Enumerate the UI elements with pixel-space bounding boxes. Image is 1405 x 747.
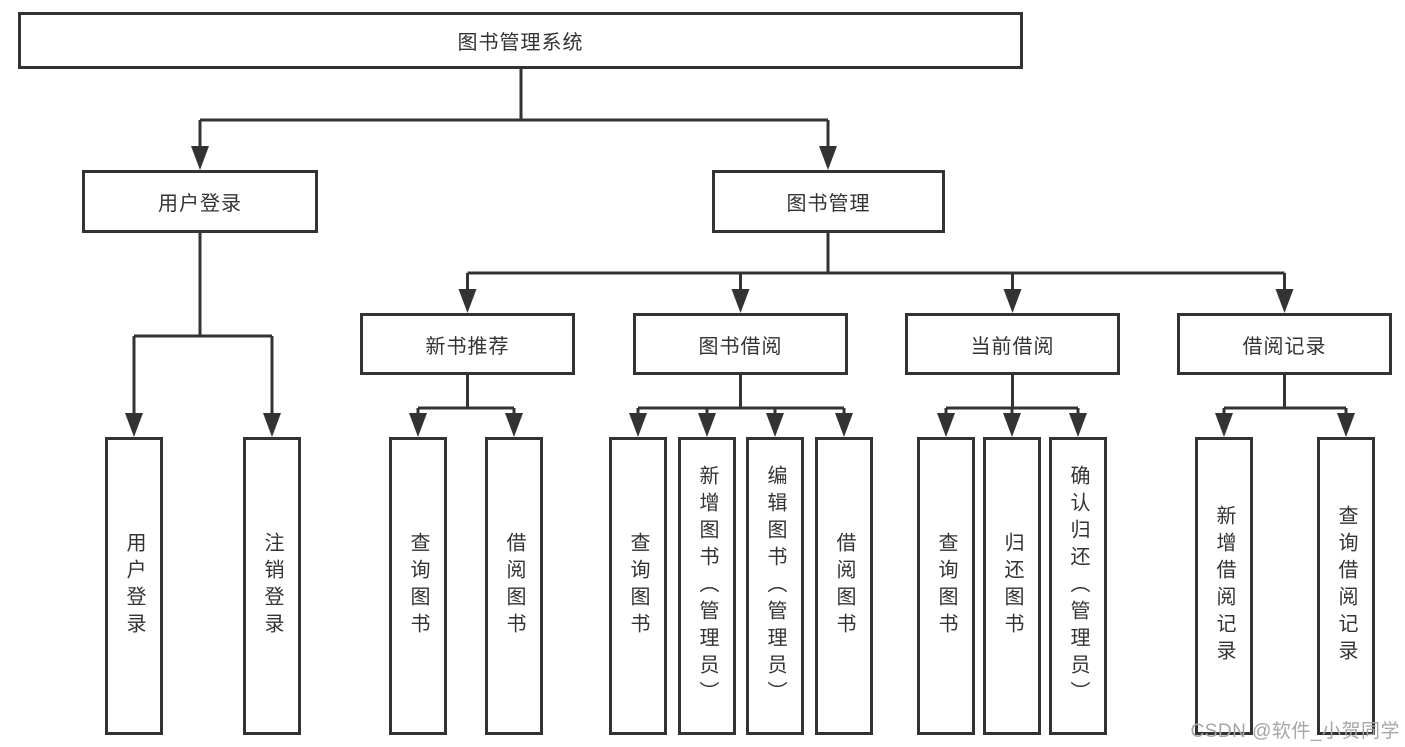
node-user-login: 用户登录 xyxy=(82,170,318,233)
leaf-query-books-borrow: 查询图书 xyxy=(609,437,667,735)
leaf-label: 归还图书 xyxy=(1001,532,1023,640)
node-label: 用户登录 xyxy=(158,193,242,215)
node-label: 借阅记录 xyxy=(1242,335,1327,358)
leaf-borrow-books-recommend: 借阅图书 xyxy=(485,437,543,735)
leaf-label: 查询借阅记录 xyxy=(1335,505,1357,667)
leaf-label: 查询图书 xyxy=(627,532,649,640)
node-label: 图书管理 xyxy=(786,193,871,215)
leaf-label: 确认归还（管理员） xyxy=(1067,464,1089,708)
leaf-return-books: 归还图书 xyxy=(983,437,1041,735)
node-book-management: 图书管理 xyxy=(712,170,945,233)
node-label: 图书管理系统 xyxy=(457,32,584,54)
leaf-query-books-recommend: 查询图书 xyxy=(389,437,447,735)
node-current-borrowing: 当前借阅 xyxy=(905,313,1120,375)
leaf-add-borrow-record: 新增借阅记录 xyxy=(1195,437,1253,735)
leaf-label: 注销登录 xyxy=(261,532,283,640)
leaf-user-login: 用户登录 xyxy=(105,437,163,735)
leaf-query-books-current: 查询图书 xyxy=(917,437,975,735)
leaf-add-books-admin: 新增图书（管理员） xyxy=(678,437,736,735)
leaf-label: 编辑图书（管理员） xyxy=(764,464,786,708)
node-label: 新书推荐 xyxy=(425,335,510,358)
csdn-watermark: CSDN @软件_小贺同学 xyxy=(1190,721,1400,742)
leaf-label: 用户登录 xyxy=(123,532,145,640)
node-new-book-recommendation: 新书推荐 xyxy=(360,313,575,375)
leaf-label: 借阅图书 xyxy=(503,532,525,640)
node-book-borrowing: 图书借阅 xyxy=(633,313,848,375)
leaf-edit-books-admin: 编辑图书（管理员） xyxy=(746,437,804,735)
leaf-label: 新增借阅记录 xyxy=(1213,505,1235,667)
node-label: 图书借阅 xyxy=(698,335,783,358)
leaf-label: 查询图书 xyxy=(935,532,957,640)
leaf-label: 查询图书 xyxy=(407,532,429,640)
node-borrowing-records: 借阅记录 xyxy=(1177,313,1392,375)
leaf-confirm-return-admin: 确认归还（管理员） xyxy=(1049,437,1107,735)
node-library-management-system: 图书管理系统 xyxy=(18,12,1023,69)
node-label: 当前借阅 xyxy=(970,335,1055,358)
leaf-borrow-books: 借阅图书 xyxy=(815,437,873,735)
leaf-label: 借阅图书 xyxy=(833,532,855,640)
leaf-label: 新增图书（管理员） xyxy=(696,464,718,708)
leaf-query-borrow-record: 查询借阅记录 xyxy=(1317,437,1375,735)
leaf-logout: 注销登录 xyxy=(243,437,301,735)
arrowheads xyxy=(125,146,1355,437)
